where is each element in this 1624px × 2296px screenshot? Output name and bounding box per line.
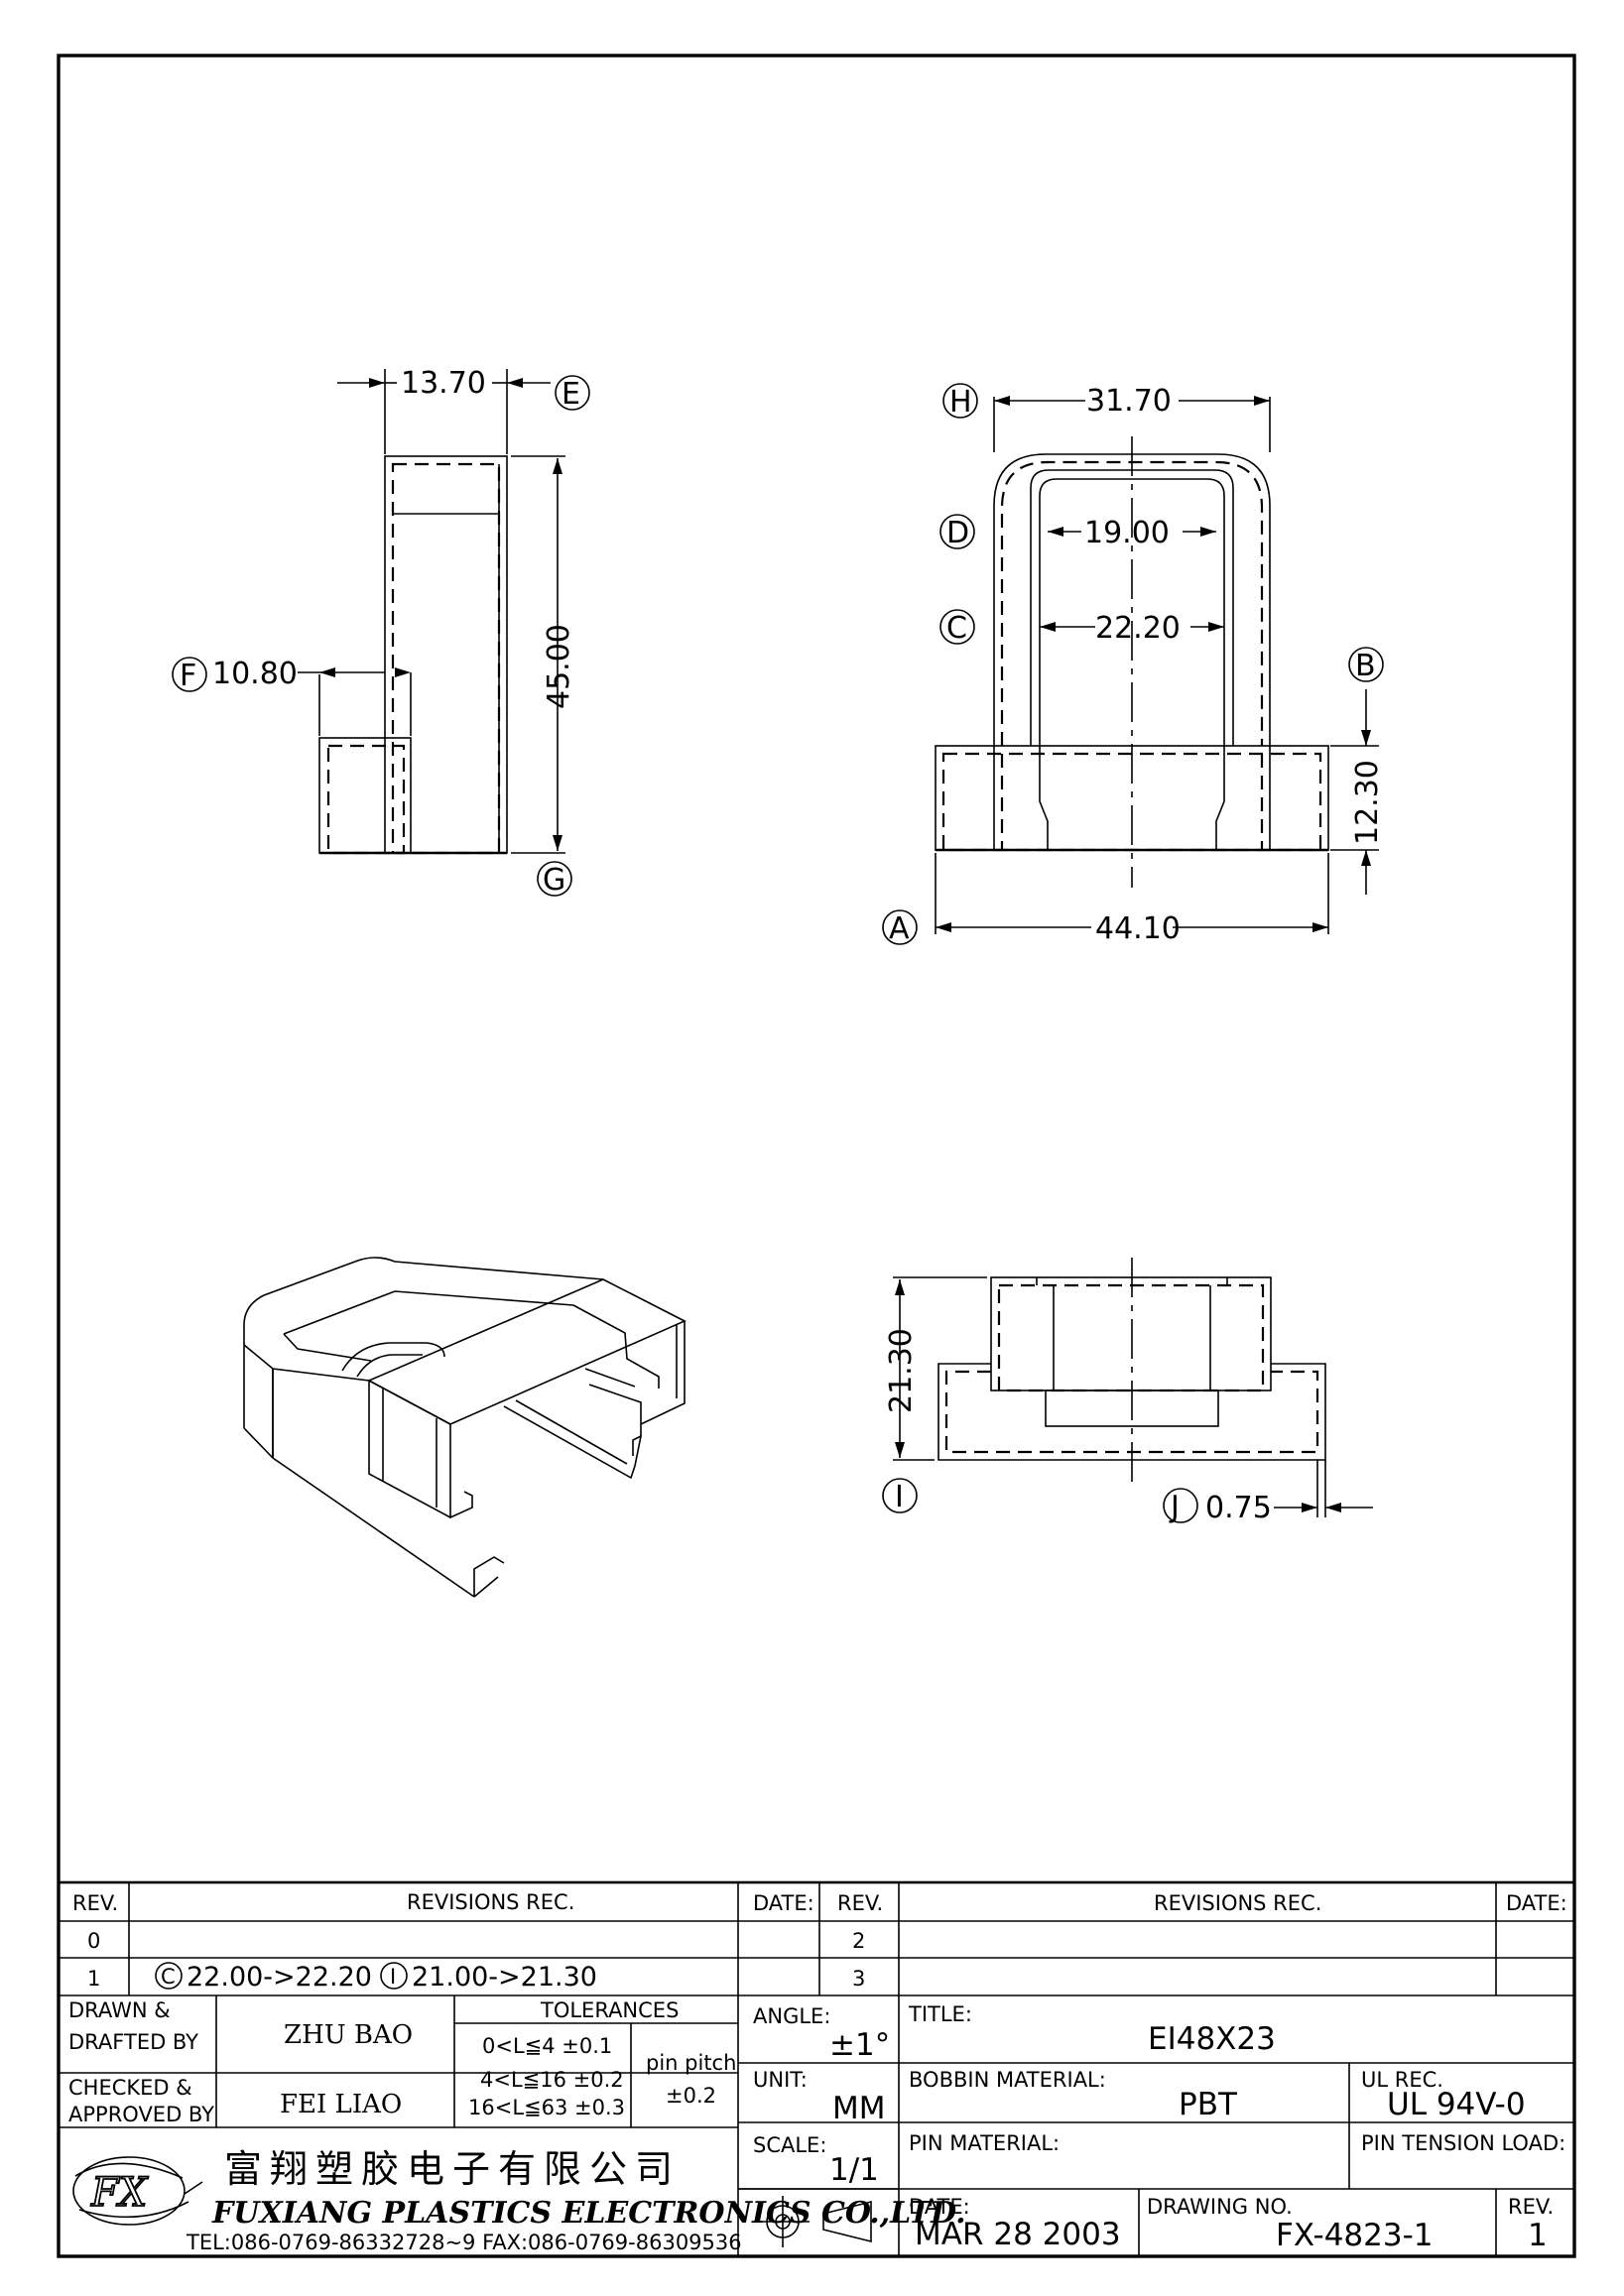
svg-text:DATE:: DATE:	[1506, 1891, 1567, 1915]
svg-text:REV.: REV.	[1508, 2195, 1554, 2219]
rev-1-i-change: 21.00->21.30	[412, 1962, 597, 1993]
svg-text:0<L≦4 ±0.1: 0<L≦4 ±0.1	[482, 2034, 612, 2058]
dim-10-80: 10.80	[212, 657, 298, 691]
title-block: REV. REVISIONS REC. DATE: REV. REVISIONS…	[57, 1880, 1576, 2258]
dim-13-70: 13.70	[401, 366, 486, 401]
callout-e	[555, 375, 590, 411]
svg-text:4<L≦16 ±0.2: 4<L≦16 ±0.2	[480, 2068, 624, 2092]
svg-text:1/1: 1/1	[829, 2152, 879, 2188]
svg-text:DRAWING NO.: DRAWING NO.	[1147, 2195, 1293, 2219]
svg-text:C: C	[946, 611, 967, 646]
svg-text:DATE:: DATE:	[753, 1891, 814, 1915]
callout-h	[942, 383, 978, 419]
drawing-date: MAR 28 2003	[915, 2217, 1121, 2252]
svg-text:CHECKED &: CHECKED &	[68, 2076, 192, 2100]
callout-a	[882, 909, 918, 945]
svg-text:PIN TENSION LOAD:: PIN TENSION LOAD:	[1361, 2131, 1565, 2155]
checked-by: FEI LIAO	[280, 2090, 402, 2119]
svg-text:B: B	[1355, 649, 1376, 683]
svg-text:±1°: ±1°	[829, 2027, 890, 2063]
front-view: 31.70 H 19.00 D 22.20 C 12.30 B	[882, 383, 1385, 946]
svg-text:REV.: REV.	[72, 1891, 118, 1915]
drawing-title: EI48X23	[1148, 2021, 1276, 2057]
svg-text:I: I	[895, 1480, 904, 1514]
svg-text:16<L≦63 ±0.3: 16<L≦63 ±0.3	[468, 2096, 625, 2119]
svg-text:C: C	[161, 1965, 176, 1989]
drawn-by: ZHU BAO	[284, 2020, 413, 2050]
dim-22-20: 22.20	[1095, 611, 1181, 646]
callout-i	[882, 1478, 918, 1513]
svg-text:A: A	[889, 911, 910, 946]
svg-text:FX: FX	[90, 2170, 149, 2216]
callout-g	[537, 861, 572, 897]
callout-f	[172, 657, 207, 692]
svg-text:H: H	[949, 385, 972, 420]
company-logo: FX	[72, 2156, 189, 2226]
svg-text:BOBBIN MATERIAL:: BOBBIN MATERIAL:	[909, 2068, 1106, 2092]
svg-text:PIN MATERIAL:: PIN MATERIAL:	[909, 2131, 1060, 2155]
svg-text:SCALE:: SCALE:	[753, 2133, 826, 2157]
svg-text:1: 1	[1528, 2218, 1548, 2253]
sheet-border	[57, 54, 1576, 2258]
svg-text:DRAFTED BY: DRAFTED BY	[68, 2030, 198, 2054]
dim-12-30: 12.30	[1350, 760, 1385, 845]
svg-text:UL REC.: UL REC.	[1361, 2068, 1443, 2092]
isometric-view	[243, 1257, 687, 1598]
callout-b	[1348, 647, 1384, 682]
svg-text:G: G	[543, 863, 565, 898]
svg-text:ANGLE:: ANGLE:	[753, 2004, 830, 2028]
bottom-view: 21.30 I 0.75 J	[882, 1258, 1373, 1525]
svg-text:3: 3	[852, 1967, 865, 1991]
svg-text:D: D	[946, 516, 969, 550]
dim-45-00: 45.00	[542, 624, 576, 709]
svg-text:I: I	[390, 1965, 396, 1989]
dim-21-30: 21.30	[884, 1328, 919, 1413]
rev-1-c-change: 22.00->22.20	[187, 1962, 372, 1993]
svg-text:1: 1	[87, 1967, 100, 1991]
company-name-cn: 富翔塑胶电子有限公司	[224, 2147, 681, 2191]
svg-text:UNIT:: UNIT:	[753, 2068, 808, 2092]
svg-text:REVISIONS REC.: REVISIONS REC.	[1154, 1891, 1321, 1915]
projection-symbol-icon	[756, 2196, 872, 2247]
dim-0-75: 0.75	[1205, 1491, 1272, 1525]
dim-19-00: 19.00	[1084, 516, 1170, 550]
svg-text:±0.2: ±0.2	[666, 2084, 716, 2108]
svg-text:0: 0	[87, 1929, 100, 1953]
svg-text:REV.: REV.	[837, 1891, 883, 1915]
svg-text:MM: MM	[832, 2091, 886, 2126]
company-name-en: FUXIANG PLASTICS ELECTRONICS CO.,LTD.	[211, 2196, 966, 2231]
svg-text:REVISIONS REC.: REVISIONS REC.	[407, 1890, 574, 1914]
svg-text:2: 2	[852, 1929, 865, 1953]
svg-text:E: E	[562, 377, 580, 412]
svg-text:TOLERANCES: TOLERANCES	[540, 1998, 679, 2022]
callout-c	[939, 609, 975, 645]
callout-d	[939, 514, 975, 549]
svg-text:J: J	[1169, 1490, 1180, 1524]
dim-31-70: 31.70	[1086, 384, 1172, 419]
company-contact: TEL:086-0769-86332728~9 FAX:086-0769-863…	[186, 2231, 742, 2254]
svg-text:DATE:: DATE:	[909, 2195, 970, 2219]
dim-44-10: 44.10	[1095, 911, 1181, 946]
svg-text:APPROVED BY: APPROVED BY	[68, 2103, 214, 2126]
svg-text:UL 94V-0: UL 94V-0	[1387, 2087, 1526, 2122]
svg-text:F: F	[180, 659, 196, 693]
side-view: 13.70 E 45.00 10.80 F G	[172, 366, 590, 898]
drawing-number: FX-4823-1	[1276, 2218, 1434, 2253]
svg-text:pin pitch: pin pitch	[646, 2051, 736, 2075]
svg-text:PBT: PBT	[1179, 2087, 1238, 2122]
svg-text:DRAWN &: DRAWN &	[68, 1998, 171, 2022]
callout-j	[1163, 1488, 1198, 1523]
svg-text:TITLE:: TITLE:	[908, 2002, 972, 2026]
